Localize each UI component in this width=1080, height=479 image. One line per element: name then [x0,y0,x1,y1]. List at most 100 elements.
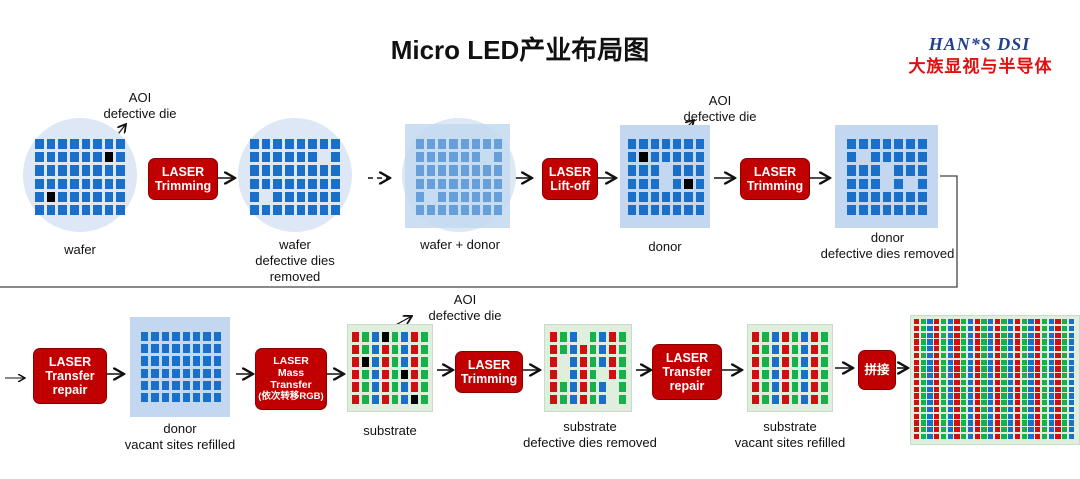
die [261,204,271,215]
die [58,165,67,176]
die [947,346,953,352]
die [1008,373,1014,379]
die [1048,373,1054,379]
die [213,380,221,390]
die [1035,433,1041,439]
die [182,380,190,390]
die [967,400,974,406]
die [1021,413,1027,419]
die [550,332,557,342]
die [609,332,617,342]
vacant-site [609,382,616,392]
line: removed [269,269,321,284]
die [920,366,926,372]
die [1021,373,1027,379]
die [858,204,868,215]
die [1001,366,1007,372]
die [559,394,567,404]
die [331,191,340,202]
die [1008,346,1014,352]
die [967,319,974,325]
die [1008,393,1014,399]
die [460,165,469,176]
die [421,369,428,379]
die [961,420,967,426]
die [401,332,409,342]
die [1014,332,1021,338]
die [416,165,425,176]
die [918,204,927,215]
die [695,152,704,163]
die [1021,325,1027,331]
die [1028,352,1034,358]
die [914,319,920,325]
die [801,394,809,404]
die [947,373,953,379]
die [1068,325,1074,331]
die-array [847,139,927,215]
die [438,204,447,215]
die [273,165,282,176]
die [161,380,170,390]
die [639,191,648,202]
die [918,152,927,163]
die [673,165,682,176]
die [858,191,868,202]
die [599,382,607,392]
die [974,420,980,426]
die [974,427,980,433]
die [81,165,91,176]
die [1035,373,1041,379]
die [213,332,221,342]
die [914,339,920,345]
die [81,152,91,163]
die [284,178,294,189]
die [161,356,170,366]
die [213,344,221,354]
die-array [914,319,1074,439]
die [934,413,940,419]
die [974,352,980,358]
die [781,369,789,379]
die [954,393,960,399]
die [961,352,967,358]
die [1062,433,1068,439]
die [116,165,125,176]
die [967,433,974,439]
die [1008,359,1014,365]
die [920,325,926,331]
die [628,204,637,215]
die [116,178,125,189]
die [273,152,282,163]
die [1014,359,1021,365]
die [967,373,974,379]
die [673,191,682,202]
die [589,332,597,342]
die [104,178,114,189]
die [961,359,967,365]
die [471,178,480,189]
die [261,165,271,176]
die [961,319,967,325]
die [151,356,159,366]
die [427,204,436,215]
die [550,344,557,354]
aoi-text: AOI [453,292,477,307]
die [847,191,856,202]
laser-trimming-box: LASER Trimming [148,158,218,200]
defective-die [639,152,648,163]
die [920,400,926,406]
die [449,139,458,150]
die [579,344,587,354]
die [981,352,987,358]
die [974,346,980,352]
die [914,352,920,358]
die [482,139,491,150]
die [1014,406,1021,412]
die [947,393,953,399]
die [981,406,987,412]
die [250,178,259,189]
defective-die [381,332,389,342]
